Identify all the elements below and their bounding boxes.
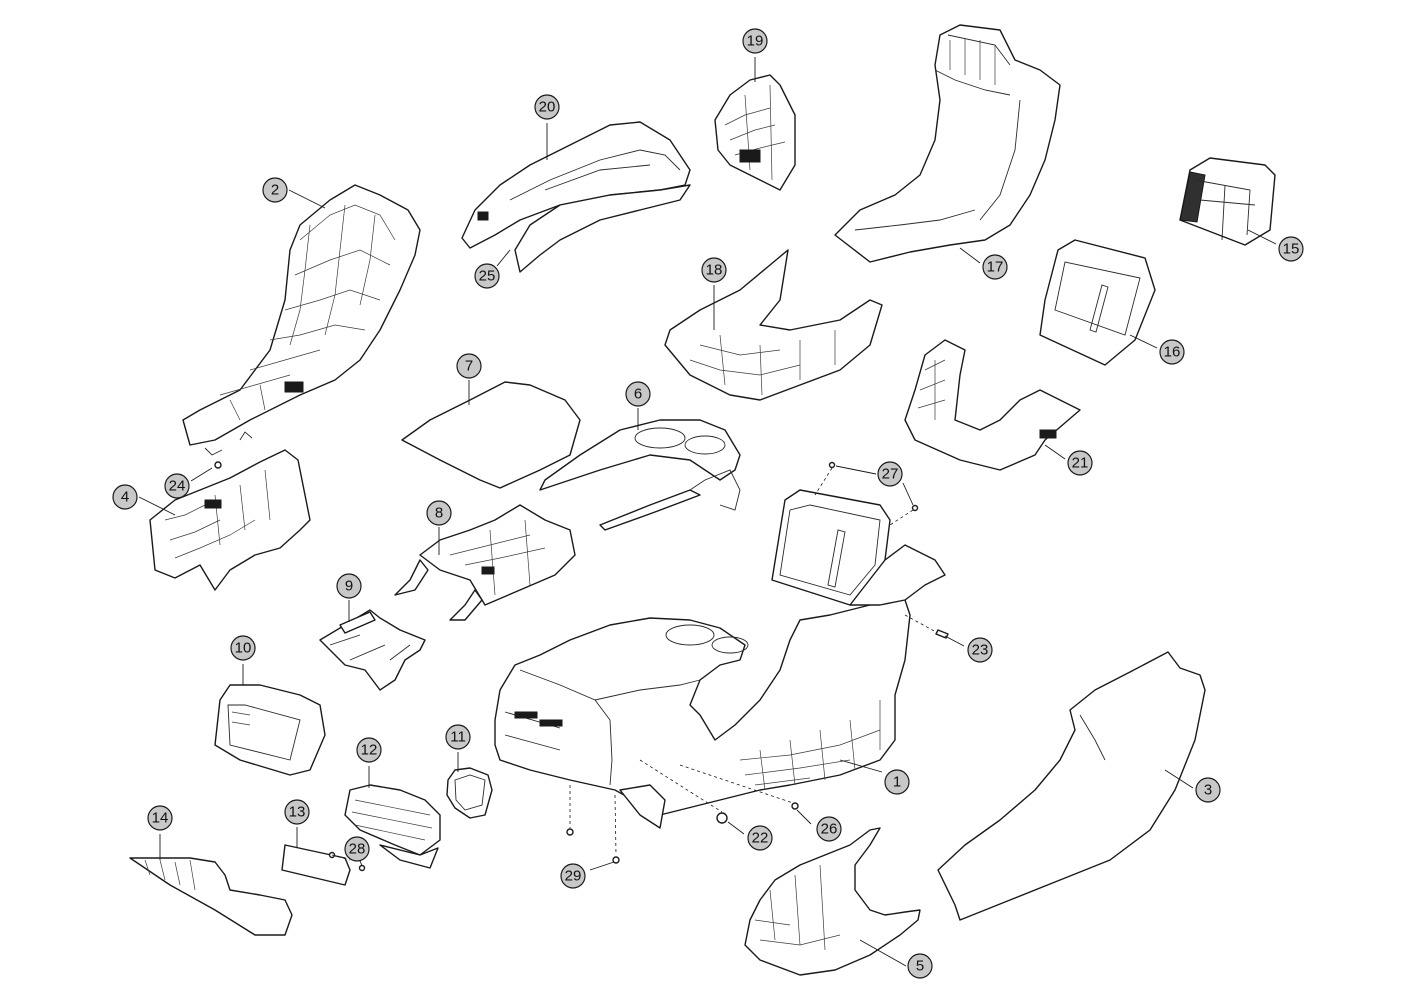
callout-2: 2 [262, 177, 288, 203]
callout-18: 18 [701, 257, 727, 283]
svg-text:21: 21 [1072, 455, 1089, 472]
part-14-end-cap [129, 857, 293, 936]
callout-24: 24 [164, 473, 190, 499]
callout-1: 1 [884, 769, 910, 795]
part-21-rear-cover [904, 339, 1081, 471]
svg-text:6: 6 [634, 386, 642, 403]
svg-text:17: 17 [987, 259, 1004, 276]
callout-9: 9 [336, 573, 362, 599]
svg-text:25: 25 [479, 268, 496, 285]
part-17-upper-console [834, 24, 1061, 263]
part-2-side-panel [182, 184, 421, 456]
part-13-bezel-plate [281, 844, 351, 886]
callout-3: 3 [1195, 777, 1221, 803]
svg-text:27: 27 [882, 466, 899, 483]
part-6-cupholder-frame [539, 419, 741, 531]
part-16-cover-plate [1039, 239, 1156, 366]
svg-text:14: 14 [152, 810, 169, 827]
svg-text:10: 10 [235, 640, 252, 657]
svg-text:28: 28 [349, 841, 366, 858]
callout-21: 21 [1067, 450, 1093, 476]
callout-10: 10 [230, 635, 256, 661]
svg-text:15: 15 [1283, 241, 1300, 258]
svg-text:20: 20 [539, 99, 556, 116]
svg-text:23: 23 [972, 642, 989, 659]
svg-text:29: 29 [565, 868, 582, 885]
callout-26: 26 [816, 816, 842, 842]
callout-23: 23 [967, 637, 993, 663]
part-3-side-trim [937, 651, 1206, 921]
svg-text:24: 24 [169, 478, 186, 495]
svg-text:3: 3 [1204, 782, 1212, 799]
callout-11: 11 [445, 724, 471, 750]
leader-lines [138, 57, 1277, 967]
svg-text:16: 16 [1164, 344, 1181, 361]
svg-text:12: 12 [361, 742, 378, 759]
svg-text:9: 9 [345, 578, 353, 595]
callout-6: 6 [625, 381, 651, 407]
svg-text:19: 19 [747, 33, 764, 50]
callout-20: 20 [534, 94, 560, 120]
assembly-lines [331, 467, 937, 861]
callout-28: 28 [344, 836, 370, 862]
part-4-side-bracket [149, 449, 311, 591]
part-8-hinge-frame [394, 504, 576, 621]
callout-27: 27 [877, 461, 903, 487]
part-18-bottom-tray [664, 249, 883, 401]
callout-19: 19 [742, 28, 768, 54]
callout-25: 25 [474, 263, 500, 289]
svg-text:1: 1 [893, 774, 901, 791]
part-9-small-bracket [319, 609, 426, 691]
callout-14: 14 [147, 805, 173, 831]
part-10-vent-housing [214, 684, 326, 776]
part-19-front-bracket [714, 74, 796, 191]
svg-text:22: 22 [752, 830, 769, 847]
svg-text:11: 11 [450, 729, 466, 746]
callout-5: 5 [907, 953, 933, 979]
part-12-climate-module [344, 784, 441, 869]
part-5-lower-trim [744, 827, 921, 976]
fasteners [214, 461, 949, 872]
part-20-rail-cover [461, 121, 691, 273]
svg-text:13: 13 [289, 804, 306, 821]
svg-text:8: 8 [435, 505, 443, 522]
callout-15: 15 [1278, 236, 1304, 262]
svg-text:2: 2 [271, 182, 279, 199]
svg-text:7: 7 [465, 358, 473, 375]
callout-12: 12 [356, 737, 382, 763]
callout-7: 7 [456, 353, 482, 379]
callout-8: 8 [426, 500, 452, 526]
part-11-module [446, 767, 493, 819]
part-1-lower-console [494, 489, 946, 829]
callout-16: 16 [1159, 339, 1185, 365]
part-15-control-module [1179, 157, 1276, 246]
callout-22: 22 [747, 825, 773, 851]
callout-29: 29 [560, 863, 586, 889]
svg-text:26: 26 [821, 821, 838, 838]
callout-4: 4 [112, 484, 138, 510]
callout-17: 17 [982, 254, 1008, 280]
svg-text:18: 18 [706, 262, 723, 279]
callouts: 1 2 3 4 5 6 7 8 9 10 11 12 13 14 15 16 1… [112, 28, 1304, 979]
svg-text:5: 5 [916, 958, 924, 975]
callout-13: 13 [284, 799, 310, 825]
svg-text:4: 4 [121, 489, 129, 506]
part-7-armrest-pad [401, 381, 581, 489]
